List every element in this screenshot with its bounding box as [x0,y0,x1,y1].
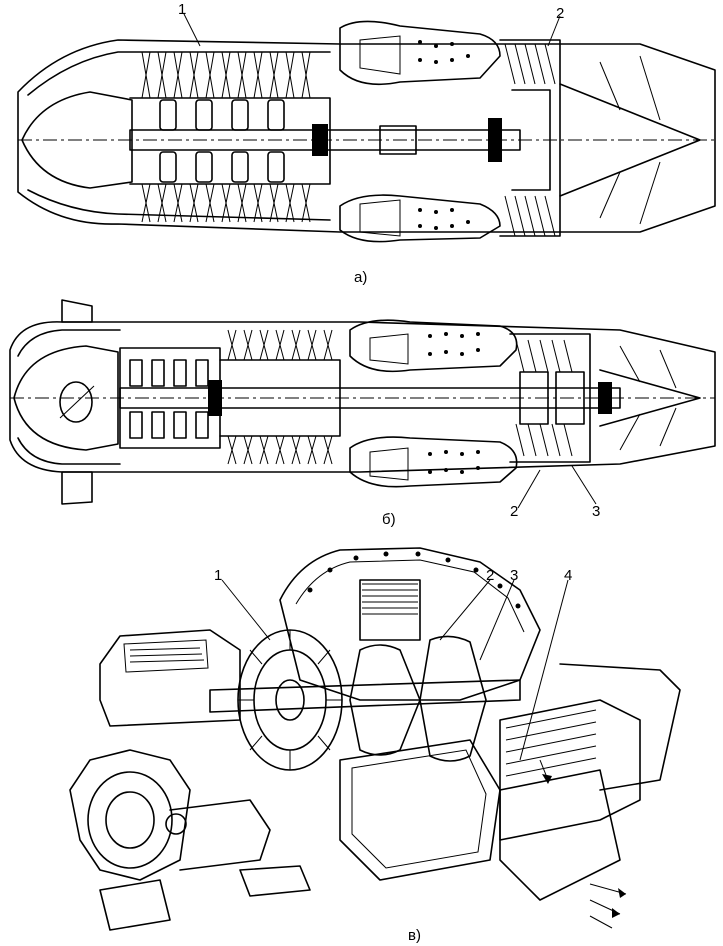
panel-c-accessory-gearbox [69,749,191,881]
panel-c-engine-cutaway: 1 2 3 4 в) [69,547,681,944]
panel-b-outer-casing [9,321,716,473]
panel-a-nose-cone [21,91,133,189]
panel-a-combustion-chamber-top [339,20,501,86]
panel-c-label-1: 1 [214,567,222,584]
panel-a-label-1: 1 [178,1,186,18]
panel-b-exhaust-cone [599,369,701,427]
panel-c-compressor-wheel [237,629,343,771]
panel-a-combustion-chamber-bottom [339,194,501,243]
panel-a-caption: а) [354,269,367,286]
panel-c-label-4: 4 [564,567,572,584]
panel-c-upper-casing [279,547,541,701]
panel-a-turbine [499,39,561,237]
panel-a-engine-section: 1 2 а) [17,1,716,286]
panel-b-compressor [119,329,341,465]
panel-a-compressor [129,51,331,223]
panel-c-exhaust-box [499,699,641,841]
panel-a-label-2: 2 [556,5,564,22]
panel-b-label-3: 3 [592,503,600,520]
panel-b-label-2: 2 [510,503,518,520]
panel-b-engine-section: 2 3 б) [9,299,716,528]
panel-c-caption: в) [408,927,421,944]
panel-c-combustion-box [339,739,501,881]
panel-a-outer-casing [17,39,716,233]
panel-b-caption: б) [382,511,396,528]
panel-b-combustion-chamber-bottom [349,436,518,488]
panel-c-label-3: 3 [510,567,518,584]
panel-c-label-2: 2 [486,567,494,584]
panel-c-intake-box [99,629,241,727]
panel-b-combustion-chamber-top [349,319,518,373]
